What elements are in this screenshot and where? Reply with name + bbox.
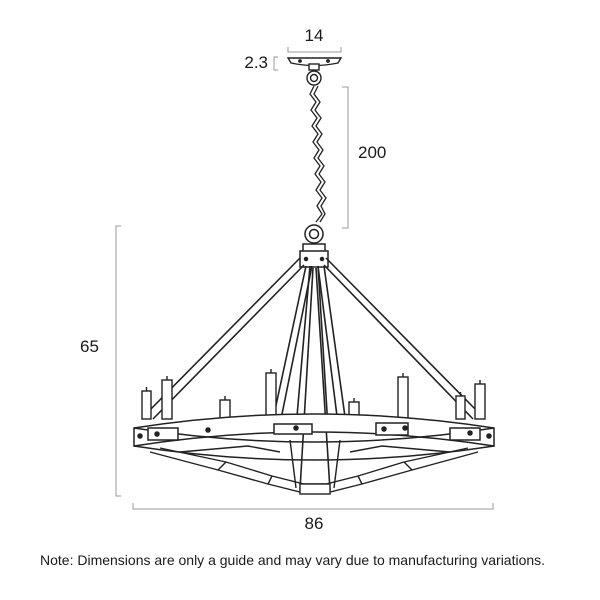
candle [219,396,231,420]
lower-cage [149,439,479,495]
chain [309,85,327,223]
canopy-width-line [287,47,342,53]
canopy [286,57,343,86]
diameter-label: 86 [305,514,324,533]
canopy-width-label: 14 [305,26,324,45]
disclaimer-note: Note: Dimensions are only a guide and ma… [40,552,546,568]
chain-length-line [342,86,349,229]
candles [141,369,486,420]
dimension-lines [115,47,494,510]
diameter-line [132,503,494,510]
candle [474,380,486,420]
main-ring [133,413,495,461]
body-height-line [115,225,121,497]
top-hub [299,250,329,268]
candle [141,387,152,420]
body-height-label: 65 [80,337,99,356]
candle [265,369,277,420]
canopy-height-label: 2.3 [244,53,268,72]
candle [397,373,409,420]
candle [455,392,466,420]
chain-length-label: 200 [358,143,386,162]
candle [161,376,173,420]
hook-ring [302,224,326,253]
canopy-height-line [273,56,278,71]
